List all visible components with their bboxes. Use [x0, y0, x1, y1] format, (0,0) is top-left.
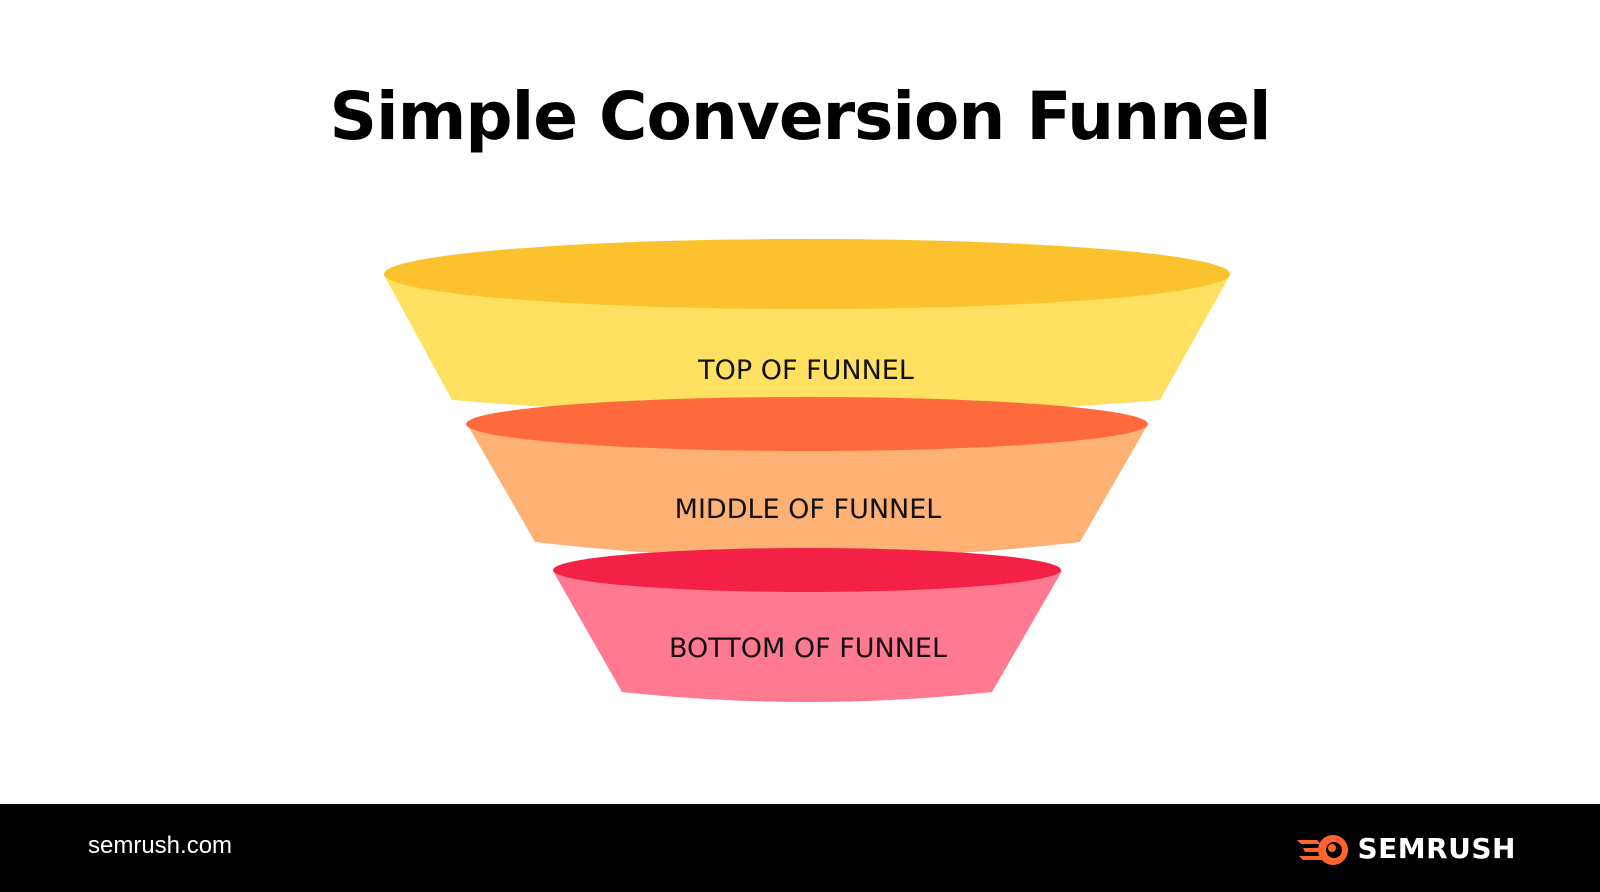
funnel-stage-middle-body — [467, 424, 1148, 558]
funnel-stage-top-label: TOP OF FUNNEL — [697, 355, 914, 386]
funnel-stage-middle-label: MIDDLE OF FUNNEL — [675, 494, 942, 525]
funnel-stage-middle-rim — [466, 397, 1148, 451]
semrush-rocket-icon — [1297, 835, 1349, 865]
page-title: Simple Conversion Funnel — [329, 78, 1272, 155]
brand-logo: SEMRUSH — [1295, 828, 1516, 868]
footer-url: semrush.com — [88, 832, 233, 859]
funnel-stage-top: TOP OF FUNNEL — [384, 239, 1230, 415]
funnel-stage-bottom-label: BOTTOM OF FUNNEL — [669, 633, 947, 664]
funnel-stage-top-rim — [384, 239, 1230, 309]
funnel-stage-top-body — [384, 275, 1230, 415]
funnel-stage-bottom: BOTTOM OF FUNNEL — [553, 548, 1062, 702]
brand-name: SEMRUSH — [1357, 831, 1516, 865]
funnel-stage-bottom-body — [553, 571, 1062, 702]
funnel-stage-middle: MIDDLE OF FUNNEL — [466, 397, 1148, 558]
funnel-stage-bottom-rim — [553, 548, 1061, 592]
footer-bar: semrush.com SEMRUSH — [0, 804, 1600, 892]
